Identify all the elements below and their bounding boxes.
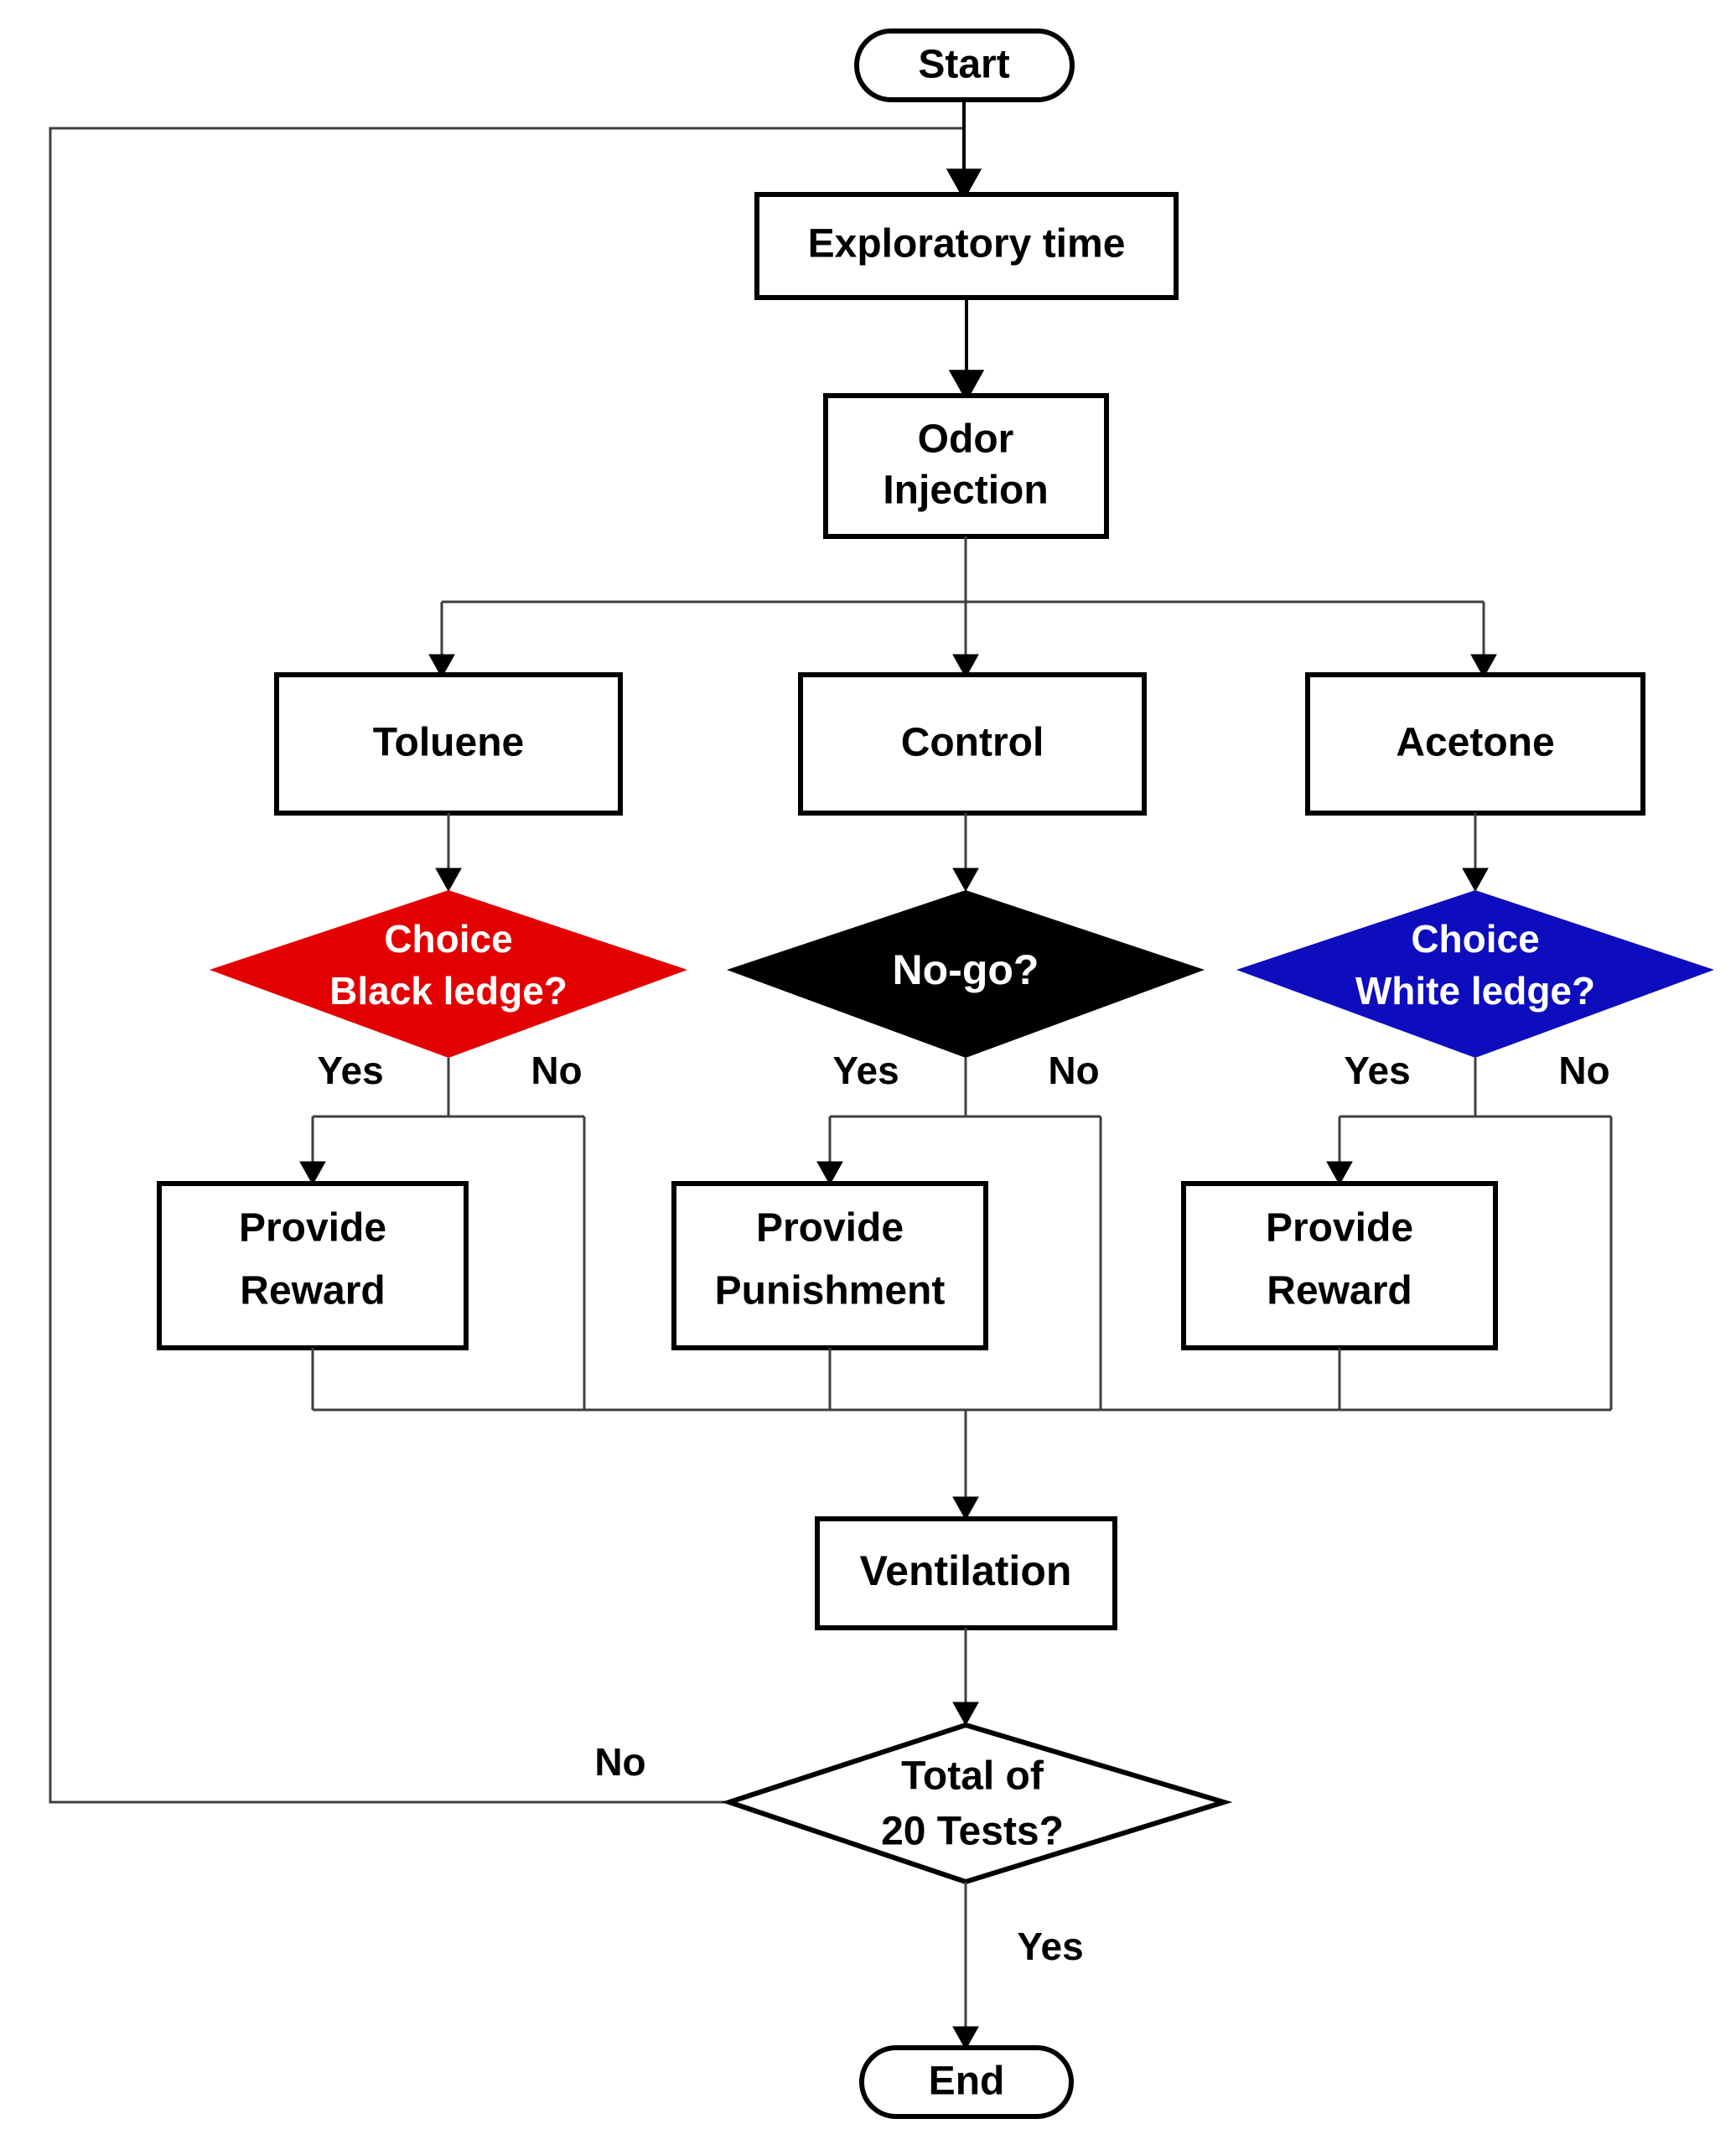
edge-label-black-yes: Yes (317, 1049, 383, 1092)
exploratory-time-label: Exploratory time (808, 222, 1126, 267)
end-label: End (929, 2059, 1005, 2104)
edge-label-white-no: No (1558, 1049, 1609, 1092)
control-label: Control (901, 721, 1044, 765)
edge-choice-black-branches (299, 1058, 586, 1410)
edge-label-nogo-no: No (1048, 1049, 1099, 1092)
node-exploratory-time: Exploratory time (754, 192, 1179, 300)
choice-white-label-line2: White ledge? (1355, 969, 1595, 1013)
reward-left-label-line2: Reward (240, 1269, 385, 1313)
edge-odor-split (428, 536, 1497, 678)
total-tests-label-line2: 20 Tests? (881, 1810, 1064, 1854)
node-no-go: No-go? (727, 890, 1205, 1058)
total-tests-label-line1: Total of (901, 1754, 1044, 1799)
node-provide-punishment: Provide Punishment (671, 1181, 988, 1350)
node-control: Control (798, 672, 1147, 816)
edge-label-white-yes: Yes (1344, 1049, 1410, 1092)
choice-black-label-line2: Black ledge? (329, 969, 567, 1013)
node-start: Start (854, 28, 1075, 102)
node-choice-black-ledge: Choice Black ledge? (210, 890, 687, 1058)
node-odor-injection: Odor Injection (823, 393, 1109, 539)
no-go-label: No-go? (893, 946, 1039, 993)
edge-label-tests-yes: Yes (1017, 1925, 1083, 1968)
punishment-label-line1: Provide (756, 1206, 904, 1251)
node-toluene: Toluene (274, 672, 623, 816)
edge-label-black-no: No (531, 1049, 582, 1092)
start-label: Start (918, 43, 1009, 87)
ventilation-label: Ventilation (860, 1547, 1072, 1594)
edge-no-go-branches (816, 1058, 1102, 1410)
node-provide-reward-left: Provide Reward (157, 1181, 469, 1350)
node-end: End (859, 2045, 1074, 2119)
choice-black-label-line1: Choice (384, 917, 512, 961)
acetone-label: Acetone (1396, 721, 1554, 765)
edge-choice-white-branches (1326, 1058, 1613, 1410)
punishment-label-line2: Punishment (715, 1269, 946, 1313)
node-provide-reward-right: Provide Reward (1181, 1181, 1498, 1350)
node-acetone: Acetone (1305, 672, 1645, 816)
reward-right-label-line1: Provide (1266, 1206, 1413, 1251)
node-ventilation: Ventilation (815, 1516, 1117, 1630)
toluene-label: Toluene (373, 721, 524, 765)
edge-feedback-loop (49, 127, 962, 1804)
reward-right-label-line2: Reward (1267, 1269, 1412, 1313)
choice-white-label-line1: Choice (1411, 917, 1539, 961)
odor-injection-label-line1: Odor (918, 417, 1014, 462)
node-total-tests: Total of 20 Tests? (721, 1722, 1233, 1885)
edge-label-nogo-yes: Yes (832, 1049, 899, 1092)
edge-merge-to-ventilation (311, 1348, 1611, 1521)
node-choice-white-ledge: Choice White ledge? (1236, 890, 1714, 1058)
odor-injection-label-line2: Injection (883, 469, 1048, 513)
edge-label-tests-no: No (594, 1740, 645, 1784)
reward-left-label-line1: Provide (239, 1206, 386, 1251)
